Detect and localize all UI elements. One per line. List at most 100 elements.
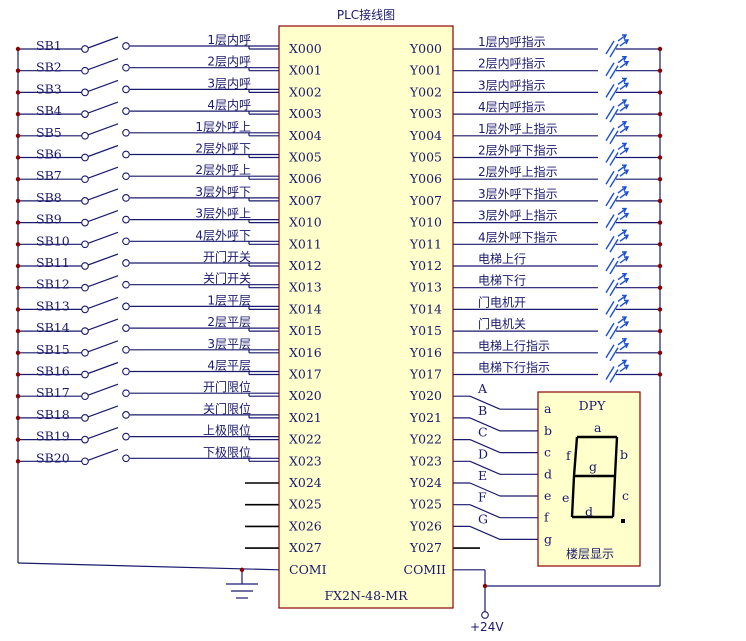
input-signal-label: 4层内呼 [207, 98, 251, 112]
output-terminal-Y001: Y001 [409, 63, 442, 78]
switch-blade [87, 101, 119, 114]
lamp-rail-dot [657, 263, 663, 269]
output-terminal-Y007: Y007 [409, 193, 442, 208]
lamp-rail-dot [657, 307, 663, 312]
rail-junction-dot [15, 372, 21, 377]
switch-label-SB18: SB18 [36, 407, 70, 422]
indicator-lamp-icon [605, 56, 630, 80]
segment-wire-label-C: C [478, 425, 488, 440]
input-signal-label: 开门限位 [203, 379, 251, 394]
seven-seg-label-c: c [622, 488, 629, 503]
lamp-rail-dot [657, 372, 663, 377]
input-terminal-X012: X012 [289, 258, 322, 273]
input-terminal-X011: X011 [289, 236, 322, 251]
output-terminal-Y013: Y013 [409, 280, 442, 295]
switch-contact-right [122, 367, 130, 376]
switch-label-SB3: SB3 [36, 81, 62, 96]
output-terminal-Y017: Y017 [409, 367, 442, 382]
seven-seg-c [611, 475, 617, 518]
switch-blade [87, 405, 119, 418]
plc-model-label: FX2N-48-MR [324, 588, 408, 603]
segment-wire-label-E: E [478, 468, 487, 483]
switch-label-SB11: SB11 [36, 255, 70, 270]
switch-blade [87, 340, 119, 353]
switch-contact-left [81, 131, 89, 140]
indicator-lamp-icon [605, 34, 630, 58]
indicator-lamp-icon [605, 338, 630, 362]
rail-junction-dot [15, 133, 21, 138]
switch-blade [87, 361, 119, 375]
switch-contact-right [122, 172, 130, 181]
input-signal-label: 上极限位 [203, 423, 251, 438]
input-terminal-X003: X003 [289, 106, 322, 121]
output-terminal-Y014: Y014 [409, 301, 442, 316]
switch-contact-left [81, 392, 89, 401]
supply-junction-dot [482, 583, 488, 589]
input-terminal-X002: X002 [289, 84, 322, 99]
switch-contact-left [81, 457, 89, 466]
output-terminal-Y026: Y026 [409, 518, 442, 533]
segment-wire-label-B: B [478, 403, 487, 418]
display-box [537, 391, 641, 567]
seven-seg-label-d: d [585, 504, 593, 519]
display-pin-a: a [544, 401, 552, 416]
lamp-rail-dot [657, 285, 663, 290]
segment-wire-diagonal [469, 460, 501, 475]
switch-contact-left [81, 370, 89, 379]
seven-seg-label-e: e [562, 490, 569, 505]
seven-seg-b [613, 436, 619, 477]
supply-voltage-label: +24V [470, 620, 504, 634]
display-pin-g: g [544, 531, 552, 546]
plc-box [278, 25, 454, 609]
switch-blade [87, 36, 119, 49]
switch-contact-right [122, 432, 130, 441]
rail-junction-dot [15, 111, 21, 117]
switch-contact-left [81, 175, 89, 184]
input-signal-label: 3层外呼上 [195, 207, 251, 221]
switch-label-SB5: SB5 [36, 125, 62, 140]
indicator-lamp-icon [605, 207, 630, 231]
input-signal-label: 关门开关 [203, 271, 251, 286]
output-terminal-Y010: Y010 [409, 215, 442, 230]
switch-contact-right [122, 42, 130, 50]
output-signal-label: 电梯上行 [478, 252, 526, 266]
rail-junction-dot [15, 415, 21, 421]
seven-seg-label-g: g [589, 459, 597, 474]
display-pin-e: e [544, 488, 551, 503]
input-signal-label: 3层内呼 [207, 76, 251, 90]
input-terminal-X013: X013 [289, 280, 322, 295]
switch-contact-left [81, 435, 89, 444]
lamp-rail-dot [657, 177, 663, 182]
output-terminal-Y006: Y006 [409, 171, 442, 186]
switch-label-SB8: SB8 [36, 190, 62, 205]
input-terminal-X027: X027 [289, 540, 322, 555]
switch-blade [87, 448, 119, 461]
rail-junction-dot [15, 328, 21, 334]
output-terminal-Y027: Y027 [409, 540, 442, 555]
seven-seg-label-f: f [566, 448, 572, 463]
output-terminal-Y003: Y003 [409, 106, 442, 121]
segment-wire-label-A: A [477, 381, 488, 396]
indicator-lamp-icon [605, 251, 630, 275]
output-terminal-Y005: Y005 [409, 150, 442, 165]
switch-contact-right [122, 324, 130, 332]
switch-contact-left [81, 88, 89, 97]
ground-junction-dot [239, 567, 245, 572]
switch-contact-left [81, 327, 89, 335]
switch-label-SB20: SB20 [36, 450, 70, 465]
display-pin-f: f [544, 510, 550, 525]
input-terminal-X020: X020 [289, 388, 322, 403]
output-terminal-Y016: Y016 [409, 345, 442, 360]
input-signal-label: 开门开关 [203, 249, 251, 264]
output-terminal-Y015: Y015 [409, 323, 442, 338]
switch-label-SB6: SB6 [36, 147, 62, 162]
switch-contact-right [122, 389, 130, 398]
switch-label-SB9: SB9 [36, 212, 62, 227]
switch-contact-right [122, 85, 130, 94]
switch-contact-right [122, 454, 130, 463]
switch-contact-right [122, 280, 130, 289]
output-terminal-Y004: Y004 [409, 128, 442, 143]
input-signal-label: 3层平层 [207, 337, 251, 351]
switch-label-SB13: SB13 [36, 298, 70, 313]
